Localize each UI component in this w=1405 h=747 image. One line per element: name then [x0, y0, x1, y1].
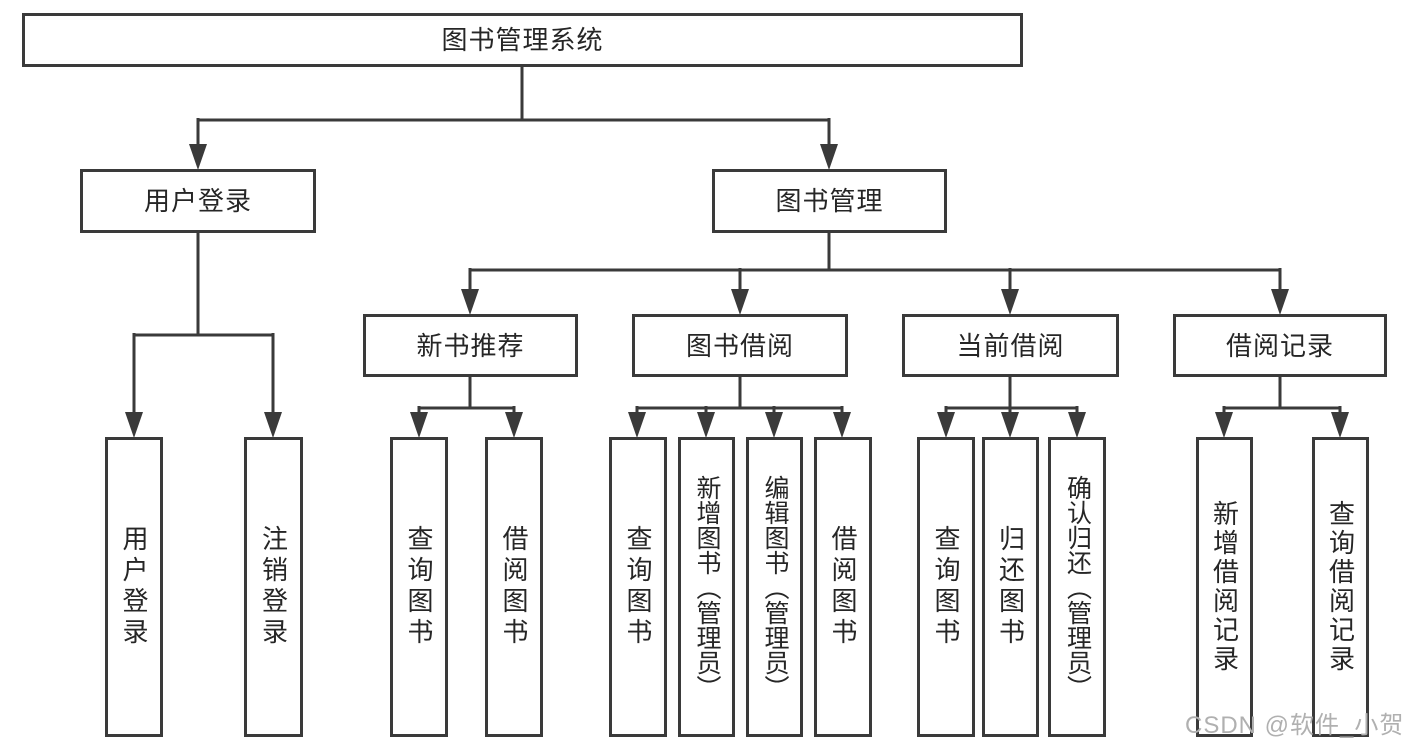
leaf-query-books-current: 查询图书: [917, 437, 975, 737]
leaf-label: 编辑图书（管理员）: [761, 474, 789, 700]
leaf-label: 查询图书: [623, 525, 653, 649]
leaf-label: 查询借阅记录: [1325, 500, 1356, 674]
leaf-label: 借阅图书: [499, 525, 529, 649]
leaf-query-books-recommendation: 查询图书: [390, 437, 448, 737]
node-label: 图书借阅: [685, 330, 794, 361]
leaf-query-borrow-record: 查询借阅记录: [1312, 437, 1369, 737]
node-borrowing-records: 借阅记录: [1173, 314, 1387, 377]
leaf-label: 用户登录: [119, 525, 149, 649]
leaf-label: 注销登录: [258, 525, 289, 649]
node-label: 用户登录: [143, 186, 252, 216]
watermark: CSDN @软件_小贺同学: [1185, 712, 1405, 739]
node-label: 新书推荐: [416, 330, 525, 361]
node-label: 图书管理系统: [441, 25, 604, 55]
node-book-borrowing: 图书借阅: [632, 314, 848, 377]
node-current-borrowing: 当前借阅: [902, 314, 1119, 377]
leaf-label: 借阅图书: [828, 525, 858, 649]
node-user-login: 用户登录: [80, 169, 316, 233]
leaf-borrow-books-recommendation: 借阅图书: [485, 437, 543, 737]
node-label: 图书管理: [775, 186, 884, 216]
leaf-edit-book-admin: 编辑图书（管理员）: [746, 437, 803, 737]
leaf-query-books-borrowing: 查询图书: [609, 437, 667, 737]
leaf-user-login: 用户登录: [105, 437, 163, 737]
node-label: 借阅记录: [1225, 330, 1334, 361]
node-label: 当前借阅: [956, 330, 1065, 361]
leaf-label: 归还图书: [995, 525, 1026, 649]
node-book-management: 图书管理: [712, 169, 947, 233]
leaf-label: 查询图书: [931, 525, 961, 649]
node-new-book-recommendation: 新书推荐: [363, 314, 578, 377]
node-library-management-system: 图书管理系统: [22, 13, 1023, 67]
leaf-label: 新增借阅记录: [1209, 500, 1240, 674]
leaf-confirm-return-admin: 确认归还（管理员）: [1048, 437, 1106, 737]
leaf-return-books: 归还图书: [982, 437, 1039, 737]
leaf-label: 查询图书: [404, 525, 434, 649]
leaf-borrow-books-borrowing: 借阅图书: [814, 437, 872, 737]
leaf-add-borrow-record: 新增借阅记录: [1196, 437, 1253, 737]
leaf-label: 新增图书（管理员）: [693, 474, 721, 700]
leaf-logout: 注销登录: [244, 437, 303, 737]
leaf-add-book-admin: 新增图书（管理员）: [678, 437, 735, 737]
leaf-label: 确认归还（管理员）: [1063, 474, 1092, 700]
